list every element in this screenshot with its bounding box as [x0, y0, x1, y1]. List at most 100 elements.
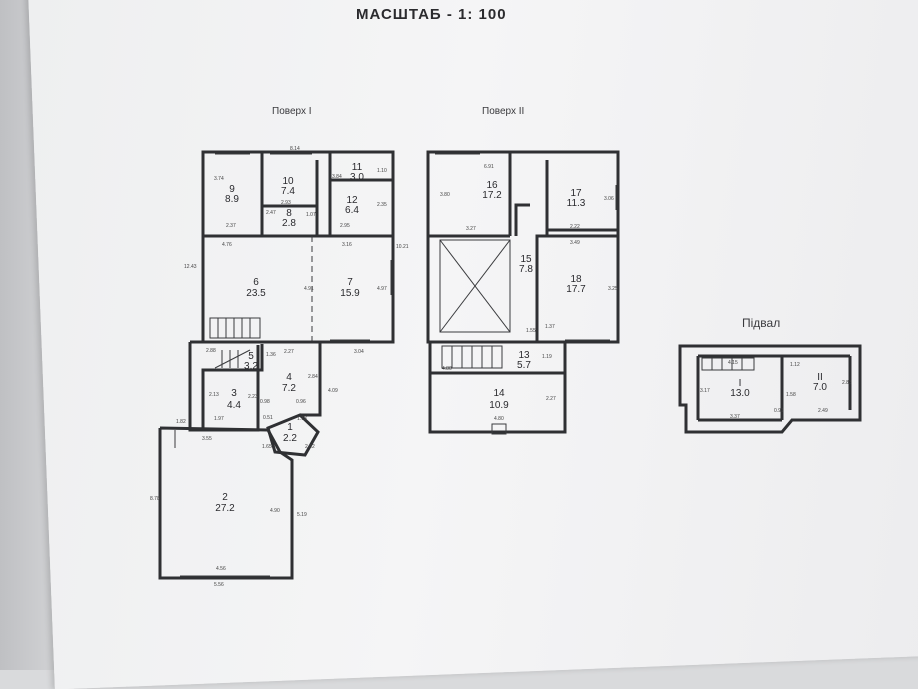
floor-2-label: Поверх II	[482, 106, 525, 117]
dimension-label: 3.04	[354, 349, 364, 355]
dimension-label: 0.91	[774, 408, 784, 414]
dimension-label: 1.58	[786, 392, 796, 398]
dimension-label: 2.88	[206, 348, 216, 354]
dimension-label: 1.36	[266, 352, 276, 358]
stairs-icon	[214, 349, 251, 369]
dimension-label: 0.51	[263, 415, 273, 421]
room-area: 2.2	[283, 433, 297, 444]
dimension-label: 2.93	[281, 200, 291, 206]
room-area: 23.5	[246, 288, 266, 299]
room-number: 18	[570, 274, 582, 285]
stairs-icon	[701, 357, 755, 371]
void-area	[439, 239, 511, 333]
dimension-label: 3.49	[570, 240, 580, 246]
dimension-label: 3.27	[466, 226, 476, 232]
basement-plan: I 13.0 II 7.0 4.15 1.12 3.17 3.37 0.91 1…	[678, 344, 862, 434]
window	[491, 423, 507, 435]
room-area: 27.2	[215, 503, 235, 514]
floor-2-plan: 16 17.2 17 11.3 15 7.8 18 17.7 13 5.7 14…	[426, 150, 620, 435]
dimension-label: 1.10	[377, 168, 387, 174]
room-number: 4	[286, 372, 292, 383]
dimension-label: 10.21	[396, 244, 409, 250]
dimension-label: 3.06	[604, 196, 614, 202]
dimension-label: 1.07	[306, 212, 316, 218]
room-number: 7	[347, 277, 353, 288]
dimension-label: 4.91	[304, 286, 314, 292]
dimension-label: 2.49	[818, 408, 828, 414]
room-area: 11.3	[567, 198, 586, 209]
dimension-label: 2.84	[308, 374, 318, 380]
room-area: 13.0	[730, 388, 750, 399]
dimension-label: 4.56	[216, 566, 226, 572]
dimension-label: 4.76	[222, 242, 232, 248]
room-number: 9	[229, 184, 235, 195]
dimension-label: 2.62	[305, 444, 315, 450]
room-area: 3.2	[244, 361, 258, 372]
stairs-icon	[209, 317, 261, 339]
room-area: 4.4	[227, 400, 241, 411]
dimension-label: 2.27	[546, 396, 556, 402]
wall	[535, 234, 620, 344]
dimension-label: 4.80	[442, 366, 452, 372]
room-number: 2	[222, 492, 228, 503]
floor-plan-drawing: 9 8.9 10 7.4 11 3.0 12 6.4 8 2.8 6 23.5 …	[150, 146, 862, 588]
dimension-label: 1.55	[526, 328, 536, 334]
room-area: 3.0	[350, 172, 364, 183]
scale-title: МАСШТАБ - 1: 100	[356, 6, 507, 23]
dimension-label: 3.80	[440, 192, 450, 198]
wall	[190, 340, 322, 417]
room-number: 15	[520, 254, 532, 265]
dimension-label: 5.56	[214, 582, 224, 588]
floor-2-outer-wall	[426, 150, 620, 344]
dimension-label: 2.13	[209, 392, 219, 398]
dimension-label: 1.37	[545, 324, 555, 330]
dimension-label: 2.95	[340, 223, 350, 229]
dimension-label: 2.35	[377, 202, 387, 208]
dimension-label: 12.43	[184, 264, 197, 270]
room-area: 5.7	[517, 360, 531, 371]
dimension-label: 0.98	[260, 399, 270, 405]
dimension-label: 4.15	[728, 360, 738, 366]
room-number: 16	[486, 180, 498, 191]
room-number: 11	[352, 162, 363, 173]
dimension-label: 1.19	[542, 354, 552, 360]
dimension-label: 4.97	[377, 286, 387, 292]
room-area: 10.9	[489, 400, 509, 411]
dimension-label: 6.91	[484, 164, 494, 170]
dimension-label: 1.82	[176, 419, 186, 425]
room-area: 2.8	[282, 218, 296, 229]
garage-wall	[158, 426, 294, 580]
basement-label: Підвал	[742, 316, 781, 330]
dimension-label: 2.47	[266, 210, 276, 216]
room-number: 6	[253, 277, 259, 288]
dimension-label: 3.55	[202, 436, 212, 442]
dimension-label: 1.65	[262, 444, 272, 450]
room-number: 17	[570, 188, 582, 199]
dimension-label: 2.27	[284, 349, 294, 355]
room-number: 14	[493, 388, 505, 399]
dimension-label: 1.12	[790, 362, 800, 368]
room-area: 17.7	[566, 284, 586, 295]
dimension-label: 2.23	[248, 394, 258, 400]
entrance-wall	[266, 413, 320, 457]
room-number: 1	[287, 422, 293, 433]
dimension-label: 2.83	[842, 380, 852, 386]
room-area: 7.8	[519, 264, 533, 275]
room-area: 15.9	[340, 288, 360, 299]
floor-2-lower-wall	[428, 340, 567, 434]
room-number: 13	[518, 350, 530, 361]
room-area: 7.4	[281, 186, 295, 197]
room-number: 3	[231, 388, 237, 399]
room-area: 7.0	[813, 382, 827, 393]
dimension-label: 4.80	[494, 416, 504, 422]
dimension-label: 0.96	[296, 399, 306, 405]
dimension-label: 3.17	[700, 388, 710, 394]
floor-1-plan: 9 8.9 10 7.4 11 3.0 12 6.4 8 2.8 6 23.5 …	[150, 146, 409, 588]
room-number: 10	[282, 176, 294, 187]
room-number: I	[739, 378, 742, 389]
room-number: II	[817, 372, 823, 383]
dimension-label: 2.22	[570, 224, 580, 230]
room-number: 5	[248, 351, 254, 362]
floor-1-label: Поверх I	[272, 106, 312, 117]
room-area: 8.9	[225, 194, 239, 205]
